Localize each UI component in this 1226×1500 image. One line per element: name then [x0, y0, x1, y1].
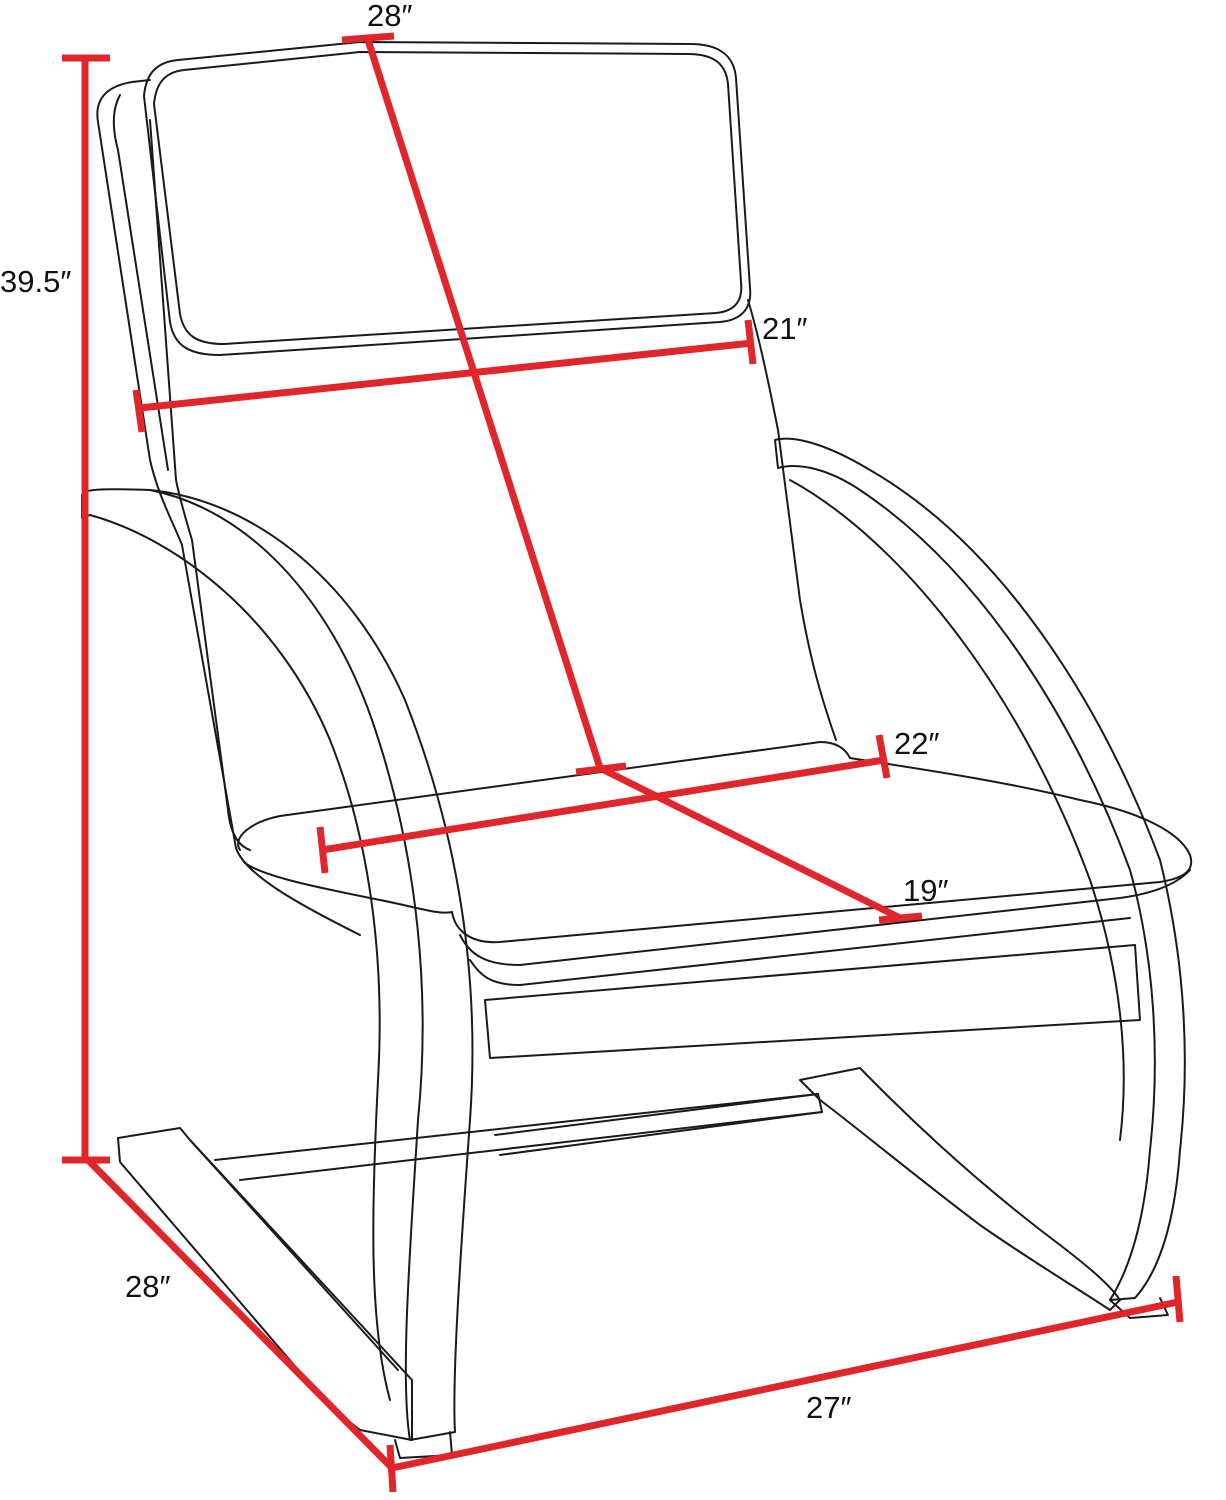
right-base-runner — [799, 1067, 1121, 1311]
dimension-lines — [62, 32, 1184, 1493]
seat-depth-label: 19″ — [903, 873, 948, 908]
seat-crossbar — [484, 944, 1141, 1059]
backrest-width-dim-line — [139, 339, 753, 412]
backrest-length-dim-cap-top — [341, 32, 395, 44]
base-width-dim-cap-right — [1172, 1275, 1184, 1323]
height-label: 39.5″ — [0, 264, 71, 299]
base-crossbar-mid — [494, 1093, 823, 1156]
seat-width-dim-cap-right — [875, 734, 891, 779]
backrest-width-label: 21″ — [762, 311, 807, 346]
headrest-pillow — [143, 41, 752, 356]
base-depth-label: 28″ — [125, 1269, 170, 1304]
base-width-label: 27″ — [806, 1390, 851, 1425]
seat-width-dim-line — [321, 756, 885, 854]
seat-width-label: 22″ — [894, 726, 939, 761]
left-arm-inner — [89, 514, 391, 1401]
base-width-dim-line — [391, 1298, 1179, 1472]
backrest-width-dim-cap-right — [744, 319, 757, 365]
back-cushion — [149, 119, 837, 851]
headrest-piping — [153, 51, 743, 345]
front-foot — [394, 1431, 453, 1459]
dimension-labels: 39.5″ 28″ 21″ 22″ 19″ 28″ 27″ — [0, 0, 948, 1425]
backrest-frame — [96, 79, 361, 936]
backrest-length-label: 28″ — [367, 0, 412, 33]
seat-depth-dim-cap — [878, 912, 923, 924]
chair-drawing — [81, 41, 1193, 1459]
base-depth-dim-line — [85, 1157, 395, 1471]
seat-width-dim-cap-left — [316, 826, 329, 874]
right-arm-inner — [789, 479, 1125, 1141]
base-depth-dim-cap — [386, 1444, 397, 1493]
base-crossbar-front — [214, 1093, 823, 1181]
right-arm-runner — [774, 437, 1186, 1301]
left-base-inner — [189, 1139, 399, 1371]
backrest-width-dim-cap-left — [132, 389, 146, 433]
seat-cushion — [237, 741, 1193, 944]
seat-cushion-piping — [243, 861, 1191, 966]
backrest-length-dim-line — [364, 38, 604, 770]
seat-front-edge — [469, 917, 1131, 986]
left-arm-runner — [81, 488, 474, 1441]
seat-depth-dim-line — [598, 764, 902, 922]
